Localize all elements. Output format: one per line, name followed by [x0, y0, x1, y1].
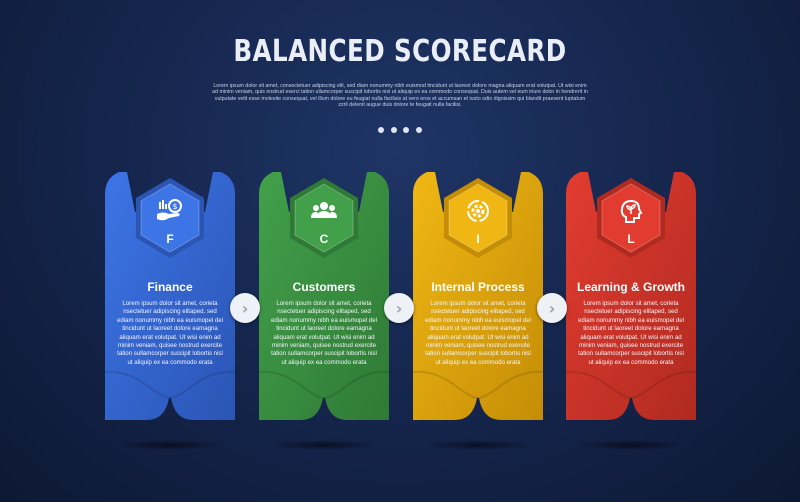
chevron-right-icon: › [537, 293, 567, 323]
card-body: Lorem ipsum dolor sit amet, corieta nsec… [270, 300, 378, 366]
dot [390, 127, 397, 133]
dot [378, 127, 384, 133]
dots-divider [378, 127, 422, 133]
card-body: Lorem ipsum dolor sit amet, corieta nsec… [424, 300, 532, 366]
dot [403, 127, 410, 133]
card-title: Finance [147, 280, 193, 294]
card-title: Internal Process [431, 280, 525, 294]
dot [415, 127, 422, 133]
card-body: Lorem ipsum dolor sit amet, corieta nsec… [577, 300, 685, 366]
head-plant-icon [616, 198, 646, 224]
card-shadow [576, 440, 686, 450]
chevron-right-icon: › [384, 293, 414, 323]
card-letter: C [319, 232, 329, 246]
card-letter: I [476, 232, 480, 246]
money-hand-icon: $ [155, 198, 185, 224]
people-group-icon [309, 198, 339, 224]
page-title: BALANCED SCORECARD [233, 34, 567, 69]
card-shadow [115, 440, 225, 450]
card-shadow [269, 440, 379, 450]
card-title: Learning & Growth [577, 280, 685, 294]
chevron-right-icon: › [230, 293, 260, 323]
card-letter: L [627, 232, 635, 246]
card-shadow [423, 440, 533, 450]
card-title: Customers [292, 280, 356, 294]
svg-text:$: $ [172, 202, 177, 211]
card-body: Lorem ipsum dolor sit amet, corieta nsec… [116, 300, 224, 366]
gear-cycle-icon [463, 198, 493, 224]
card-letter: F [166, 232, 174, 246]
page-subtitle: Lorem ipsum dolor sit amet, consectetuer… [212, 83, 588, 109]
